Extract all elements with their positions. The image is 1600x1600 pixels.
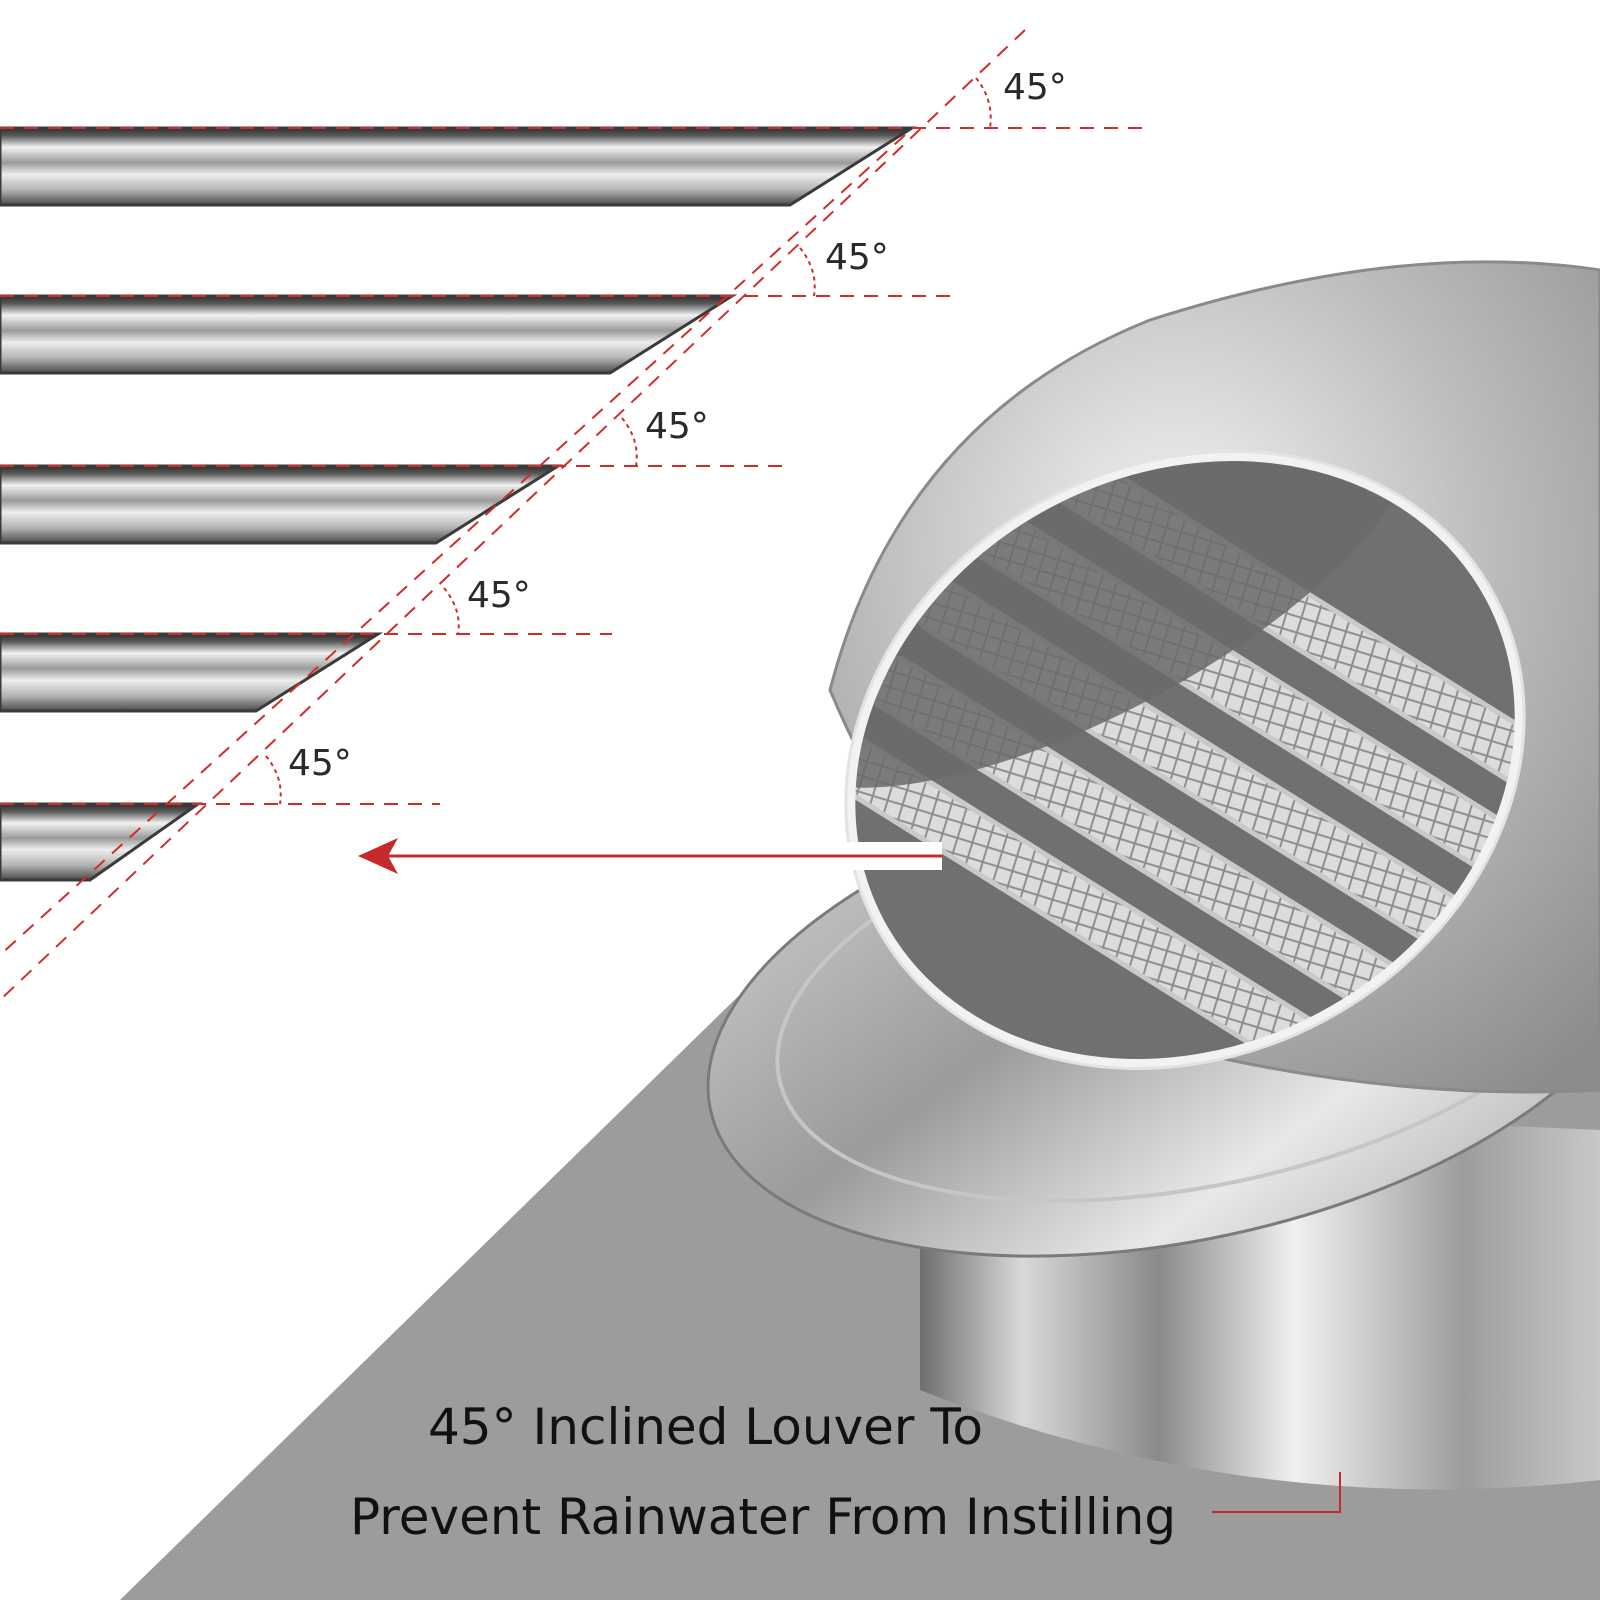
angle-guides [0, 29, 1150, 1001]
caption-line-2: Prevent Rainwater From Instilling [350, 1488, 1177, 1546]
angle-label-4: 45° [467, 575, 531, 616]
louver-blade-3 [0, 464, 564, 545]
diagonal-guide-2 [0, 134, 906, 956]
angle-arcs [265, 77, 992, 805]
angle-label-3: 45° [645, 406, 709, 447]
angle-label-5: 45° [288, 743, 352, 784]
louver-blade-2 [0, 294, 738, 375]
vent-cap [706, 260, 1600, 1490]
louver-blades [0, 126, 918, 882]
callout-line [1212, 1472, 1341, 1513]
arrow-head [358, 838, 398, 874]
louver-blade-1 [0, 126, 918, 207]
caption-line-1: 45° Inclined Louver To [428, 1398, 984, 1456]
diagonal-guide-1 [0, 29, 1026, 1001]
louver-blade-4 [0, 632, 384, 713]
angle-label-1: 45° [1003, 67, 1067, 108]
angle-label-2: 45° [825, 237, 889, 278]
